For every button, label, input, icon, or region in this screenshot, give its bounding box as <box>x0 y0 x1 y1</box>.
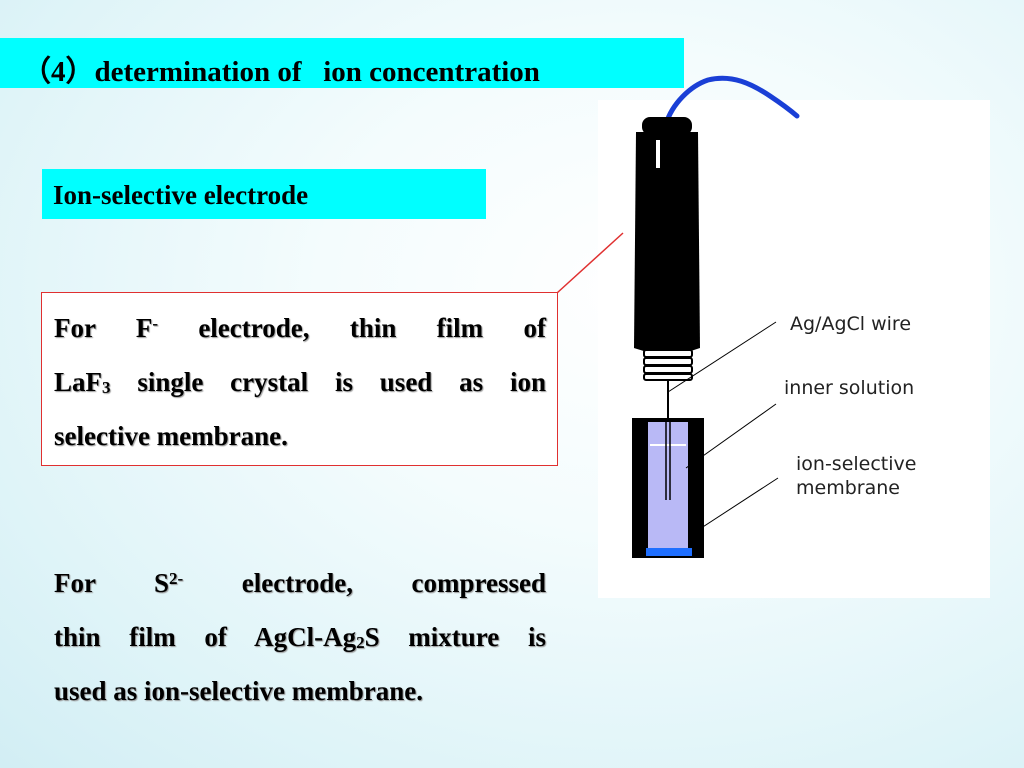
para2-sub: 2 <box>356 633 365 652</box>
slide-title: （4）determination of ion concentration <box>22 56 540 88</box>
para2-line2a: thin film of AgCl-Ag <box>54 622 357 652</box>
label-membrane-line1: ion-selective <box>796 453 917 475</box>
para2-line1a: For S <box>54 568 170 598</box>
para1-sup: - <box>152 314 158 333</box>
inner-solution-pointer <box>685 403 777 469</box>
subtitle-box <box>42 169 486 219</box>
slide-subtitle: Ion-selective electrode <box>53 180 309 210</box>
para1-line1a: For F <box>54 313 153 343</box>
label-ag-agcl-wire: Ag/AgCl wire <box>790 313 912 335</box>
para1-line3: selective membrane. <box>54 421 288 451</box>
ion-selective-membrane <box>646 548 692 556</box>
body-highlight <box>656 140 660 168</box>
label-inner-solution: inner solution <box>784 377 915 399</box>
inner-solution <box>648 422 688 548</box>
fluoride-electrode-text: For F- electrode, thin film of LaF3 sing… <box>54 301 546 463</box>
electrode-cap <box>642 117 692 135</box>
para1-line1b: electrode, thin film of <box>157 313 546 343</box>
fluoride-electrode-box <box>41 292 558 466</box>
para2-line1b: electrode, compressed <box>183 568 546 598</box>
para1-line2a: LaF <box>54 367 103 397</box>
sulfide-electrode-text: For S2- electrode, compressed thin film … <box>54 556 546 718</box>
wire-pointer <box>667 321 777 393</box>
membrane-pointer <box>691 477 779 535</box>
electrode-body <box>634 132 700 354</box>
title-bar <box>0 38 684 88</box>
label-membrane-line2: membrane <box>796 477 900 499</box>
para2-line2b: S mixture is <box>364 622 546 652</box>
electrode-cable <box>663 75 800 127</box>
para2-sup: 2- <box>169 569 184 588</box>
electrode-thread <box>643 349 693 381</box>
para2-line3: used as ion-selective membrane. <box>54 676 423 706</box>
para1-sub: 3 <box>102 378 111 397</box>
para1-line2b: single crystal is used as ion <box>110 367 546 397</box>
